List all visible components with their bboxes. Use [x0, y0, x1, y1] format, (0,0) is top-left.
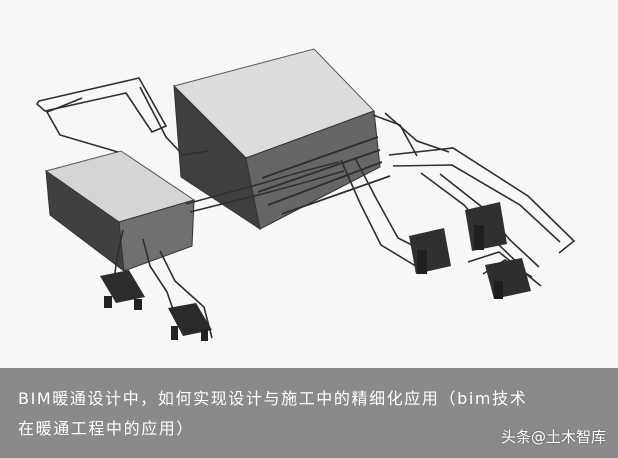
pump-unit-right-3: [485, 258, 531, 299]
fan-coil-unit-middle: [168, 303, 212, 341]
watermark-text: 头条@土木智库: [500, 428, 606, 446]
large-equipment-box: [173, 48, 391, 231]
fan-coil-unit-left: [100, 270, 145, 310]
pump-unit-right-2: [465, 202, 507, 251]
pump-unit-right-1: [409, 228, 451, 274]
caption-text: BIM暖通设计中，如何实现设计与施工中的精细化应用（bim技术在暖通工程中的应用…: [18, 389, 528, 438]
caption-background-band: [0, 368, 618, 458]
piping-network: [35, 77, 576, 339]
hvac-3d-model-image: [35, 48, 576, 341]
small-equipment-box: [44, 150, 196, 273]
